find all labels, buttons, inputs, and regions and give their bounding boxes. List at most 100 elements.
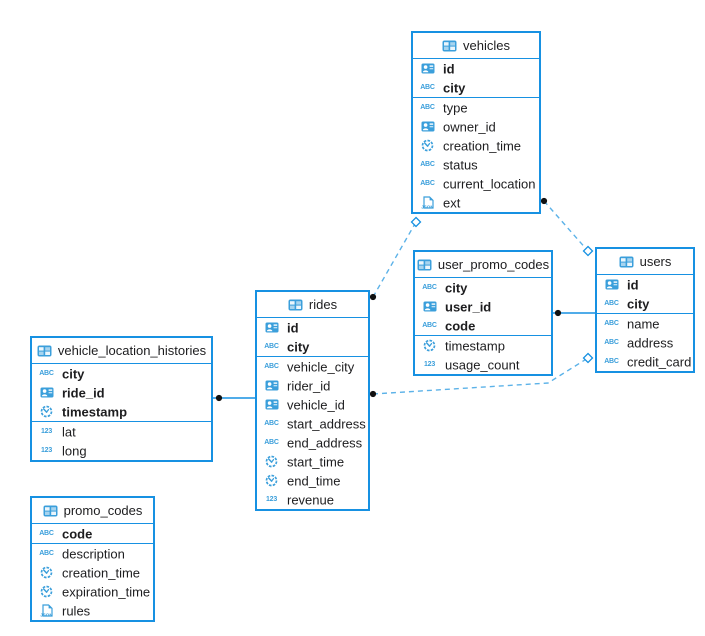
field-row-creation_time[interactable]: creation_time [413, 136, 539, 155]
field-row-user_id[interactable]: user_id [415, 297, 551, 316]
relationship-rides-users[interactable] [369, 352, 594, 398]
table-header[interactable]: promo_codes [32, 498, 153, 524]
number-123-icon: 123 [423, 361, 436, 368]
abc-text-icon: ABC [604, 320, 619, 327]
table-header[interactable]: user_promo_codes [415, 252, 551, 278]
relationship-vehicles-users[interactable] [540, 197, 594, 257]
number-123-icon: 123 [40, 428, 53, 435]
field-name: owner_id [443, 119, 496, 135]
abc-text-icon: ABC [420, 104, 435, 111]
field-name: type [443, 100, 468, 116]
field-name: rules [62, 603, 91, 619]
relationship-line[interactable] [543, 200, 589, 252]
table-title: vehicle_location_histories [57, 343, 207, 358]
relationship-line[interactable] [372, 221, 417, 298]
field-name: description [62, 546, 125, 562]
relationship-user_promo_codes-users[interactable] [553, 309, 595, 317]
table-header[interactable]: vehicle_location_histories [32, 338, 211, 364]
field-row-creation_time[interactable]: creation_time [32, 563, 153, 582]
id-badge-icon [37, 387, 56, 398]
field-row-id[interactable]: id [257, 318, 368, 337]
field-name: end_address [287, 435, 363, 451]
field-name: id [443, 61, 455, 77]
field-row-expiration_time[interactable]: expiration_time [32, 582, 153, 601]
field-name: vehicle_id [287, 397, 345, 413]
abc-text-icon: ABC [420, 180, 435, 187]
field-name: status [443, 157, 478, 173]
relationship-vehicle_location_histories-rides[interactable] [213, 394, 255, 402]
relationship-line[interactable] [372, 357, 589, 395]
field-row-start_time[interactable]: start_time [257, 452, 368, 471]
field-row-owner_id[interactable]: owner_id [413, 117, 539, 136]
field-name: id [287, 320, 299, 336]
field-row-rules[interactable]: JSON rules [32, 601, 153, 620]
json-document-icon: JSON [37, 604, 56, 617]
relationship-rides-vehicles[interactable] [369, 216, 422, 301]
field-row-vehicle_id[interactable]: vehicle_id [257, 395, 368, 414]
table-header[interactable]: rides [257, 292, 368, 318]
field-row-type[interactable]: ABC type [413, 98, 539, 117]
field-name: code [445, 318, 476, 334]
diamond-marker [582, 352, 594, 364]
field-name: start_address [287, 416, 366, 432]
field-name: city [287, 339, 310, 355]
field-row-rider_id[interactable]: rider_id [257, 376, 368, 395]
field-name: city [62, 366, 85, 382]
abc-text-icon: ABC [604, 300, 619, 307]
id-badge-icon [602, 279, 621, 290]
field-name: creation_time [62, 565, 141, 581]
clock-icon [37, 405, 56, 418]
field-name: vehicle_city [287, 359, 355, 375]
number-123-icon: 123 [40, 447, 53, 454]
field-row-id[interactable]: id [413, 59, 539, 78]
number-123-icon: 123 [265, 496, 278, 503]
field-row-id[interactable]: id [597, 275, 693, 294]
table-title: promo_codes [63, 503, 143, 518]
id-badge-icon [262, 380, 281, 391]
diamond-marker [582, 245, 594, 257]
table-header[interactable]: vehicles [413, 33, 539, 59]
field-row-ride_id[interactable]: ride_id [32, 383, 211, 402]
field-row-end_time[interactable]: end_time [257, 471, 368, 490]
dot-marker [215, 394, 223, 402]
table-header[interactable]: users [597, 249, 693, 275]
abc-text-icon: ABC [420, 84, 435, 91]
id-badge-icon [262, 399, 281, 410]
field-row-timestamp[interactable]: timestamp [415, 336, 551, 355]
field-row-timestamp[interactable]: timestamp [32, 402, 211, 421]
